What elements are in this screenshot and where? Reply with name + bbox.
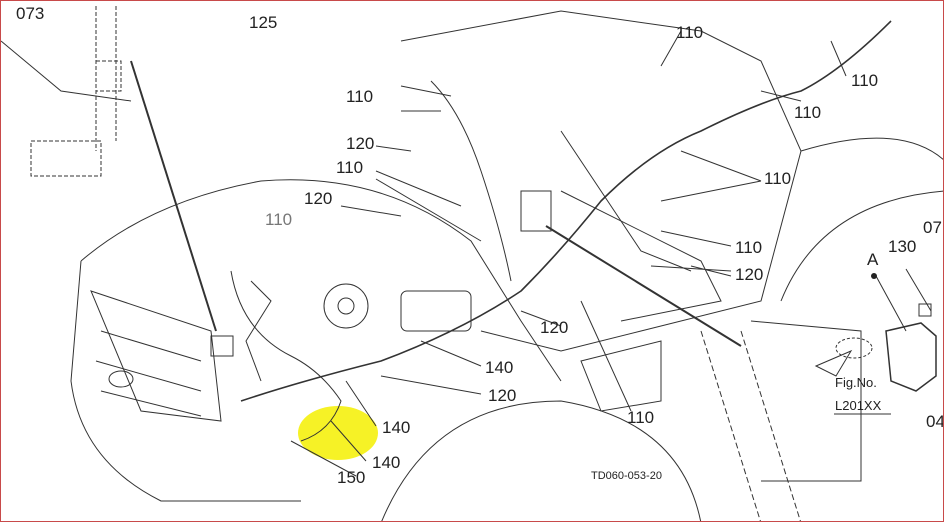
callout-110: 110 [851,71,879,90]
callout-110: 110 [676,23,704,42]
callout-140: 140 [382,418,411,437]
callout-130: 130 [888,237,917,256]
callout-120: 120 [735,265,764,284]
callout-120: 120 [304,189,333,208]
figure-ref-label: Fig.No. [835,375,877,390]
edge-ref-04: 04 [926,412,944,431]
highlight-area [298,406,378,460]
drawing-code: TD060-053-20 [591,470,662,482]
callout-120: 120 [488,386,517,405]
figure-ref-number: L201XX [835,398,882,413]
callout-110: 110 [336,158,364,177]
callout-125: 125 [249,13,278,32]
callout-140: 140 [372,453,401,472]
callout-150: 150 [337,468,366,487]
callout-110: 110 [794,103,822,122]
callout-110: 110 [735,238,763,257]
detail-marker-a: A [867,250,879,269]
callout-120: 120 [346,134,375,153]
callout-110: 110 [346,87,374,106]
edge-ref-07: 07 [923,218,942,237]
callout-140: 140 [485,358,514,377]
callout-110: 110 [764,169,792,188]
callout-120: 120 [540,318,569,337]
edge-ref-073: 073 [16,4,45,23]
callout-110: 110 [265,210,293,229]
callout-110: 110 [627,408,655,427]
